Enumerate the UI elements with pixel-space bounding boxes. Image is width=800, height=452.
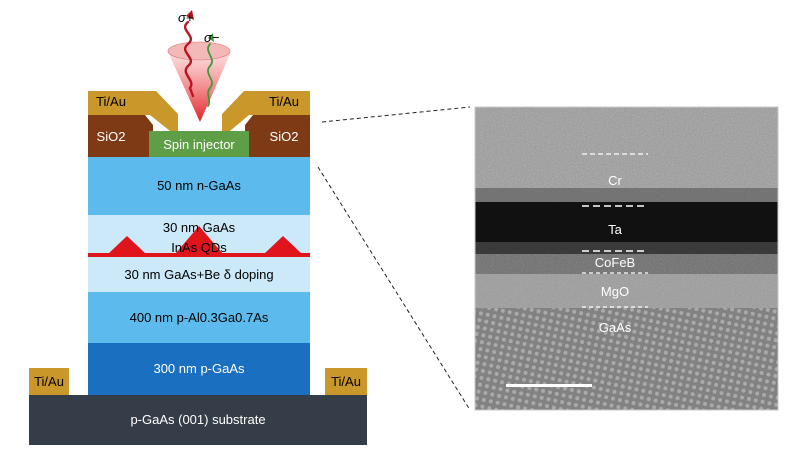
gaas-be-layer bbox=[88, 258, 310, 292]
tem-label-cr: Cr bbox=[608, 173, 622, 188]
sio2-left-label: SiO2 bbox=[97, 129, 126, 144]
algaas-label: 400 nm p-Al0.3Ga0.7As bbox=[130, 310, 269, 325]
sigma-plus-arrowhead bbox=[186, 10, 194, 20]
sio2-right-label: SiO2 bbox=[270, 129, 299, 144]
sigma-minus-wave bbox=[207, 43, 213, 107]
gaas-be-label: 30 nm GaAs+Be δ doping bbox=[124, 267, 273, 282]
bottom-right-contact bbox=[325, 368, 367, 395]
tem-label-cofeb: CoFeB bbox=[595, 255, 635, 270]
light-cone bbox=[168, 46, 231, 122]
substrate-label: p-GaAs (001) substrate bbox=[130, 412, 265, 427]
zoom-connector-bottom bbox=[317, 166, 471, 411]
inas-qd-label: InAs QDs bbox=[171, 240, 227, 255]
p-gaas-layer bbox=[88, 343, 310, 395]
bottom-left-contact bbox=[29, 368, 69, 395]
qd-wetting-layer bbox=[88, 253, 310, 257]
top-left-contact bbox=[88, 91, 178, 131]
sigma-plus-label: σ+ bbox=[178, 10, 194, 25]
spin-injector-label: Spin injector bbox=[163, 137, 235, 152]
p-gaas-label: 300 nm p-GaAs bbox=[153, 361, 245, 376]
sigma-minus-label: σ− bbox=[204, 30, 220, 45]
tem-label-ta: Ta bbox=[608, 222, 623, 237]
bottom-right-contact-label: Ti/Au bbox=[331, 374, 361, 389]
algaas-layer bbox=[88, 292, 310, 343]
quantum-dot bbox=[175, 226, 223, 254]
tem-label-mgo: MgO bbox=[601, 284, 629, 299]
top-right-contact bbox=[222, 91, 310, 131]
light-cone-top bbox=[167, 41, 231, 61]
gaas-qd-label: 30 nm GaAs bbox=[163, 220, 236, 235]
n-gaas-layer bbox=[88, 157, 310, 215]
spin-injector-layer bbox=[149, 131, 249, 157]
sigma-minus-arrowhead bbox=[208, 33, 214, 42]
tem-scale-bar bbox=[506, 384, 592, 387]
sio2-left-block bbox=[88, 115, 153, 157]
top-right-contact-label: Ti/Au bbox=[269, 94, 299, 109]
tem-label-gaas: GaAs bbox=[599, 320, 632, 335]
substrate-layer bbox=[29, 395, 367, 445]
top-left-contact-label: Ti/Au bbox=[96, 94, 126, 109]
n-gaas-label: 50 nm n-GaAs bbox=[157, 178, 241, 193]
quantum-dot bbox=[264, 236, 302, 254]
sigma-plus-wave bbox=[183, 20, 195, 98]
quantum-dot bbox=[108, 236, 146, 254]
bottom-left-contact-label: Ti/Au bbox=[34, 374, 64, 389]
zoom-connector-top bbox=[321, 106, 471, 123]
sio2-right-block bbox=[245, 115, 310, 157]
